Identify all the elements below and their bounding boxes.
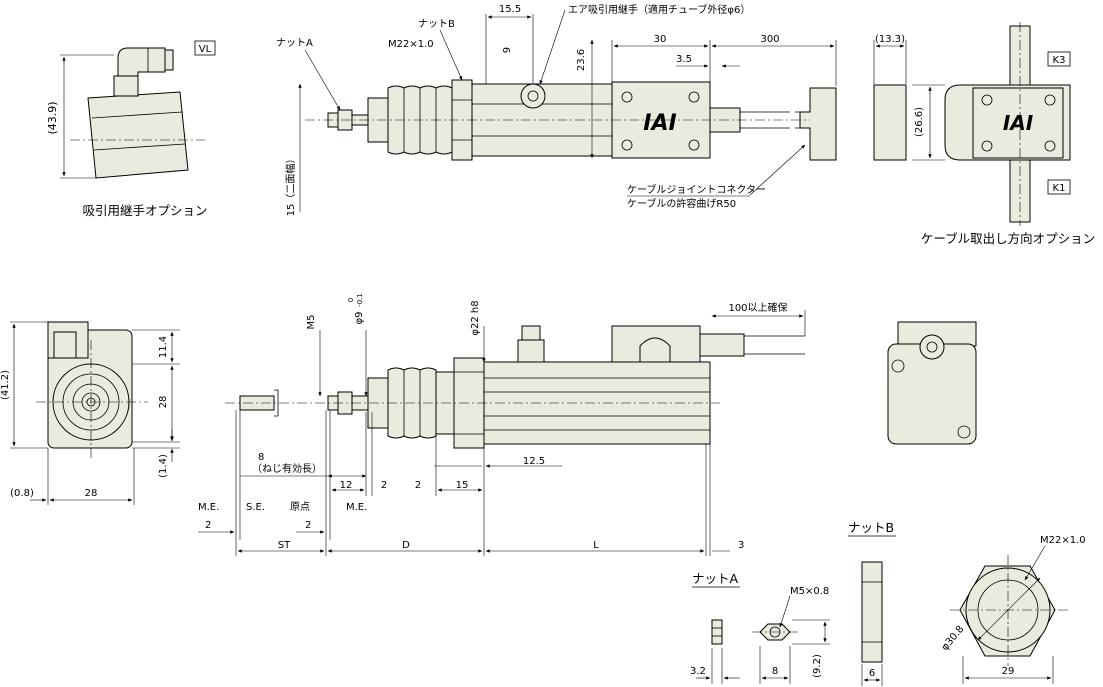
m22x10-label: M22×1.0: [1040, 535, 1086, 546]
dim-l: L: [593, 540, 599, 551]
dim-23-6: 23.6: [576, 49, 587, 71]
iai-logo: IAI: [643, 111, 676, 136]
dim-28-horizontal: 28: [85, 488, 98, 499]
k3-label: K3: [1053, 55, 1066, 66]
dim-12-5: 12.5: [523, 456, 545, 467]
dim-2-a: 2: [381, 480, 387, 491]
dim-9-2: (9.2): [812, 654, 823, 678]
dim-d: D: [402, 540, 410, 551]
connector-label-2: ケーブルの許容曲げR50: [627, 197, 736, 210]
k1-label: K1: [1053, 183, 1066, 194]
dim-43-9: (43.9): [46, 101, 59, 134]
dim-3-2: 3.2: [690, 666, 706, 677]
thread-label-top: M22×1.0: [388, 39, 434, 50]
dim-0-8: (0.8): [10, 488, 34, 499]
dim-13-3: (13.3): [875, 34, 905, 45]
rear-view: [887, 321, 977, 445]
nut-b-title: ナットB: [848, 520, 894, 535]
cable-option-view: (13.3) (26.6) IAI K3 K1 ケーブル取出し方向オプション: [873, 22, 1095, 246]
iai-logo-option: IAI: [1003, 111, 1034, 135]
me-label-left: M.E.: [198, 502, 219, 513]
connector-label-1: ケーブルジョイントコネクター: [627, 183, 766, 196]
se-label: S.E.: [246, 502, 265, 513]
dim-28-vertical: 28: [158, 396, 169, 409]
dim-30: 30: [654, 34, 667, 45]
dim-2-b: 2: [415, 480, 421, 491]
vl-label: VL: [199, 44, 212, 55]
dim-29: 29: [1002, 666, 1015, 677]
me-label-right: M.E.: [346, 502, 367, 513]
dim-11-4: 11.4: [158, 336, 169, 358]
dim-8-nut: 8: [772, 666, 778, 677]
dim-15: 15: [456, 480, 469, 491]
suction-option-view: (43.9) VL 吸引用継手オプション: [46, 40, 216, 218]
dim-41-2: (41.2): [0, 370, 11, 400]
front-view: (41.2) 11.4 28 (1.4) 28 (0.8): [0, 321, 180, 505]
dim-9: 9: [502, 47, 513, 53]
nut-b-label-top: ナットB: [418, 18, 455, 30]
dim-3: 3: [738, 540, 744, 551]
dim-phi22: φ22 h8: [470, 300, 481, 335]
dim-cable-length: 100以上確保: [728, 301, 787, 314]
dim-phi9-tol-top: 0: [347, 298, 355, 302]
dim-15-5: 15.5: [499, 4, 521, 15]
dim-phi9-tol-bottom: -0.1: [356, 293, 364, 307]
dim-2-d: 2: [305, 520, 311, 531]
top-view: IAI ナットA ナットB M22×1.0 エア吸引用継手（適用チューブ外径φ6…: [276, 3, 837, 217]
dim-phi30-8: φ30.8: [940, 624, 967, 653]
nut-a-label-top: ナットA: [276, 37, 313, 49]
dim-8-note: （ねじ有効長）: [252, 462, 322, 475]
side-view: M5 φ9 0 -0.1 φ22 h8 100以上確保 8 （ねじ有効長） 12…: [198, 293, 806, 556]
dim-8: 8: [258, 452, 264, 463]
dim-6: 6: [869, 668, 875, 679]
nut-a-title: ナットA: [692, 571, 739, 586]
dim-1-4: (1.4): [158, 454, 169, 478]
cable-caption: ケーブル取出し方向オプション: [921, 231, 1095, 246]
nut-b-detail: ナットB 6 φ30.8 M22×1.0 29: [848, 520, 1086, 686]
dim-26-6: (26.6): [914, 107, 925, 137]
dim-2-c: 2: [205, 520, 211, 531]
dim-300: 300: [760, 34, 779, 45]
dim-12: 12: [340, 480, 353, 491]
nut-a-detail: ナットA 3.2 8 M5×0.8 (9.2): [690, 571, 830, 684]
air-fitting-label: エア吸引用継手（適用チューブ外径φ6）: [568, 3, 750, 16]
dim-15-flats: 15（二面幅）: [284, 154, 297, 217]
dim-m5: M5: [306, 315, 317, 330]
m5x08-label: M5×0.8: [790, 586, 829, 597]
dim-phi9: φ9: [354, 312, 365, 325]
origin-label: 原点: [290, 501, 310, 513]
dim-st: ST: [278, 540, 291, 551]
suction-caption: 吸引用継手オプション: [82, 203, 207, 218]
dim-3-5: 3.5: [676, 54, 692, 65]
